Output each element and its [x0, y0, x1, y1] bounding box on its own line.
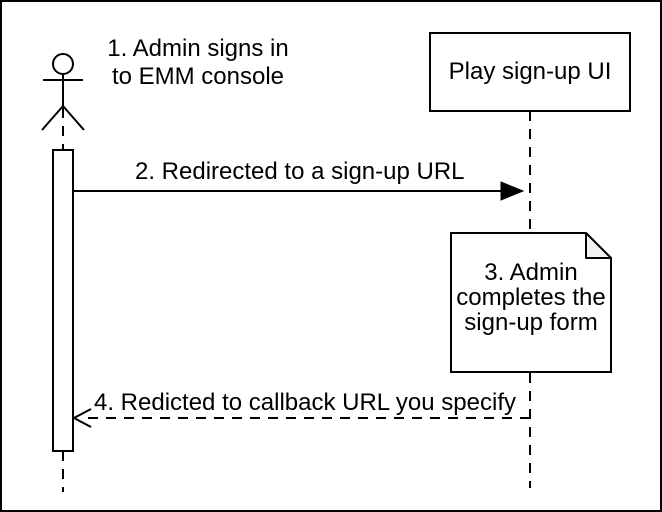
message-4-arrowhead [71, 408, 92, 428]
actor-label-line2: to EMM console [111, 63, 285, 90]
actor-leg-right [62, 105, 85, 131]
actor-label: 1. Admin signs in to EMM console [78, 35, 318, 91]
play-box-label-text: Play sign-up UI [448, 58, 612, 85]
actor-leg-left [41, 105, 64, 131]
actor-figure [41, 53, 85, 131]
note-label-line1: 3. Admin [453, 260, 609, 285]
actor-head [52, 53, 74, 75]
message-2-label: 2. Redirected to a sign-up URL [135, 158, 465, 185]
note-label-line3: sign-up form [453, 310, 609, 335]
actor-label-line1: 1. Admin signs in [107, 35, 289, 62]
play-box-label: Play sign-up UI [430, 33, 630, 111]
note-label-line2: completes the [453, 285, 609, 310]
note-label: 3. Admin completes the sign-up form [453, 260, 609, 335]
note-fold [585, 232, 612, 259]
play-signup-box [429, 32, 631, 112]
message-4-label: 4. Redicted to callback URL you specify [94, 389, 516, 416]
message-2-arrowhead [500, 181, 525, 201]
activation-bar [52, 149, 74, 452]
